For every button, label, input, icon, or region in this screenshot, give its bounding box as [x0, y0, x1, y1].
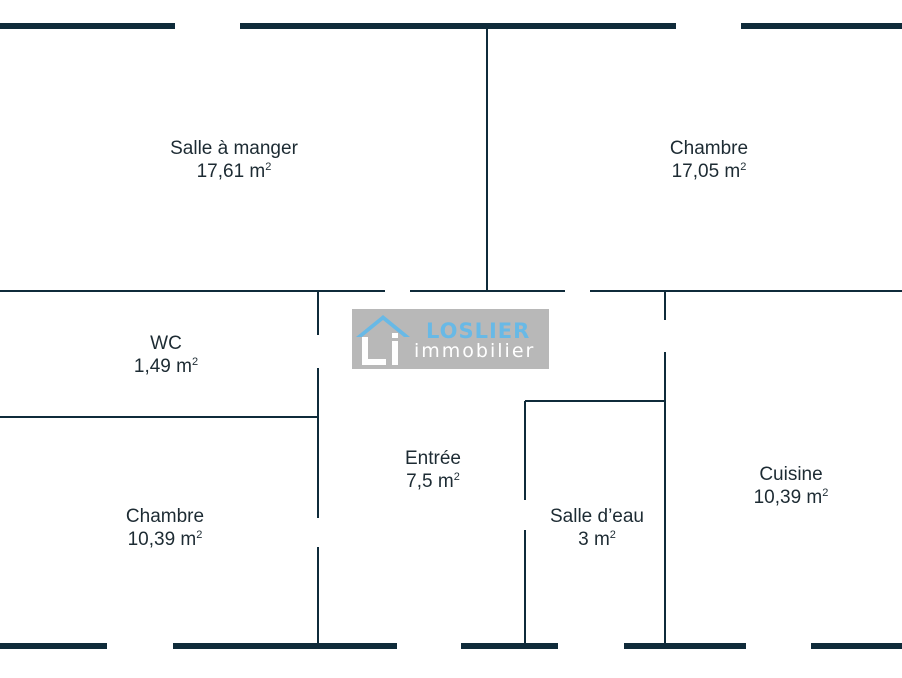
room-label-cuisine: Cuisine 10,39 m2 — [754, 463, 829, 509]
room-label-wc: WC 1,49 m2 — [134, 332, 198, 378]
house-logo-icon — [356, 315, 410, 365]
room-area: 10,39 m2 — [753, 487, 829, 508]
room-area: 17,05 m2 — [671, 161, 747, 182]
room-area: 1,49 m2 — [133, 356, 199, 377]
logo-sub-text: immobilier — [414, 340, 536, 362]
room-name: Chambre — [669, 138, 749, 159]
room-label-salle-d-eau: Salle d’eau 3 m2 — [550, 505, 644, 551]
room-area: 7,5 m2 — [406, 471, 460, 492]
room-label-salle-a-manger: Salle à manger 17,61 m2 — [170, 137, 298, 183]
logo-brand-text: LOSLIER — [426, 319, 531, 343]
room-name: Salle à manger — [170, 138, 298, 159]
room-name: Salle d’eau — [549, 506, 645, 527]
room-area: 17,61 m2 — [196, 161, 272, 182]
room-label-chambre-1: Chambre 17,05 m2 — [670, 137, 748, 183]
room-area: 10,39 m2 — [127, 529, 203, 550]
room-name: Chambre — [125, 506, 205, 527]
room-area: 3 m2 — [578, 529, 616, 550]
watermark-logo: LOSLIER immobilier — [352, 309, 549, 369]
room-name: Cuisine — [759, 464, 823, 485]
room-name: Entrée — [405, 448, 461, 469]
room-label-chambre-2: Chambre 10,39 m2 — [126, 505, 204, 551]
room-label-entree: Entrée 7,5 m2 — [405, 447, 461, 493]
room-name: WC — [150, 333, 182, 354]
